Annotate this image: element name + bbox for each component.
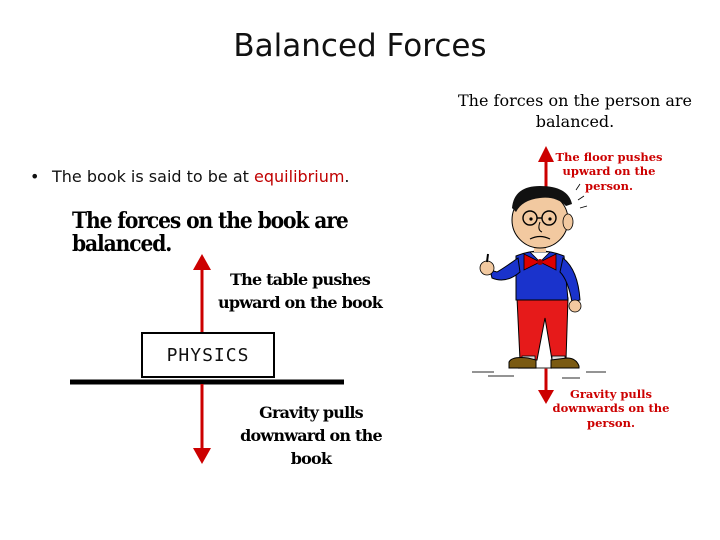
floor-pushes-label: The floor pushes upward on the person. xyxy=(555,150,663,193)
person-forces-heading: The forces on the person are balanced. xyxy=(457,91,693,131)
physics-book: PHYSICS xyxy=(141,332,275,378)
book-upward-arrow xyxy=(193,254,211,332)
book-forces-heading: The forces on the book are balanced. xyxy=(72,208,349,258)
equilibrium-term: equilibrium xyxy=(254,167,345,186)
physics-book-label: PHYSICS xyxy=(166,344,250,366)
bullet-point: • The book is said to be at equilibrium. xyxy=(30,167,350,186)
bullet-text-before: The book is said to be at xyxy=(52,167,255,186)
table-pushes-label: The table pushes upward on the book xyxy=(217,270,383,313)
person-diagram xyxy=(472,146,606,404)
book-downward-arrow xyxy=(193,384,211,464)
bullet-text-after: . xyxy=(344,167,350,186)
slide-title: Balanced Forces xyxy=(233,28,487,64)
person-gravity-label: Gravity pulls downwards on the person. xyxy=(552,387,670,430)
book-gravity-label: Gravity pulls downward on the book xyxy=(240,403,382,469)
bullet-dot: • xyxy=(30,167,40,186)
person-downward-arrow xyxy=(538,368,554,404)
book-diagram xyxy=(70,254,344,464)
cartoon-person xyxy=(472,183,606,379)
